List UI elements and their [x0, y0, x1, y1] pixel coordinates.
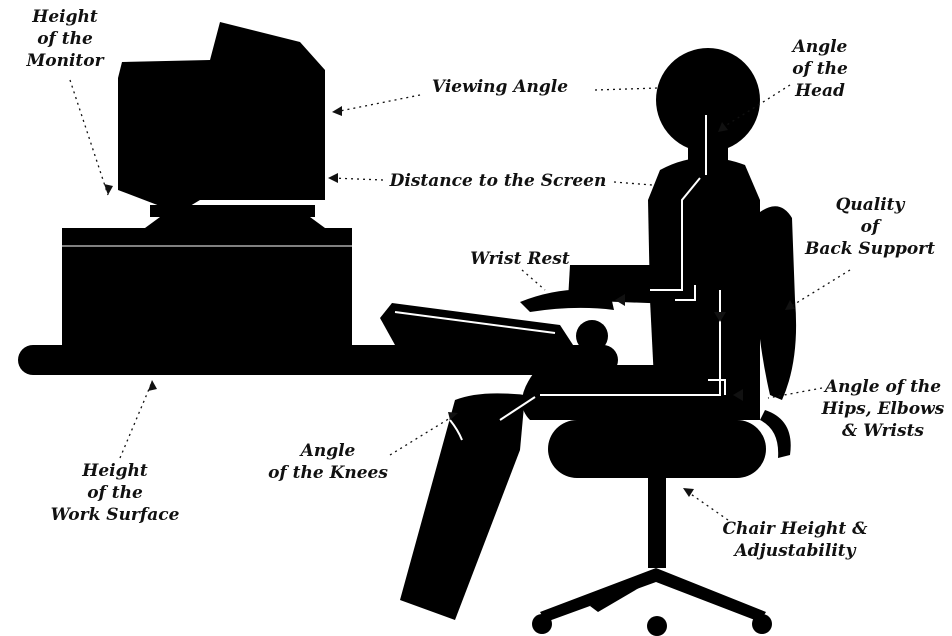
- label-viewing-angle: Viewing Angle: [425, 76, 575, 98]
- label-chair-height: Chair Height &Adjustability: [720, 518, 870, 562]
- monitor: [118, 22, 325, 228]
- work-surface: [18, 345, 618, 375]
- label-wrist-rest: Wrist Rest: [465, 248, 575, 270]
- mouse: [576, 320, 608, 352]
- label-distance-screen: Distance to the Screen: [388, 170, 608, 192]
